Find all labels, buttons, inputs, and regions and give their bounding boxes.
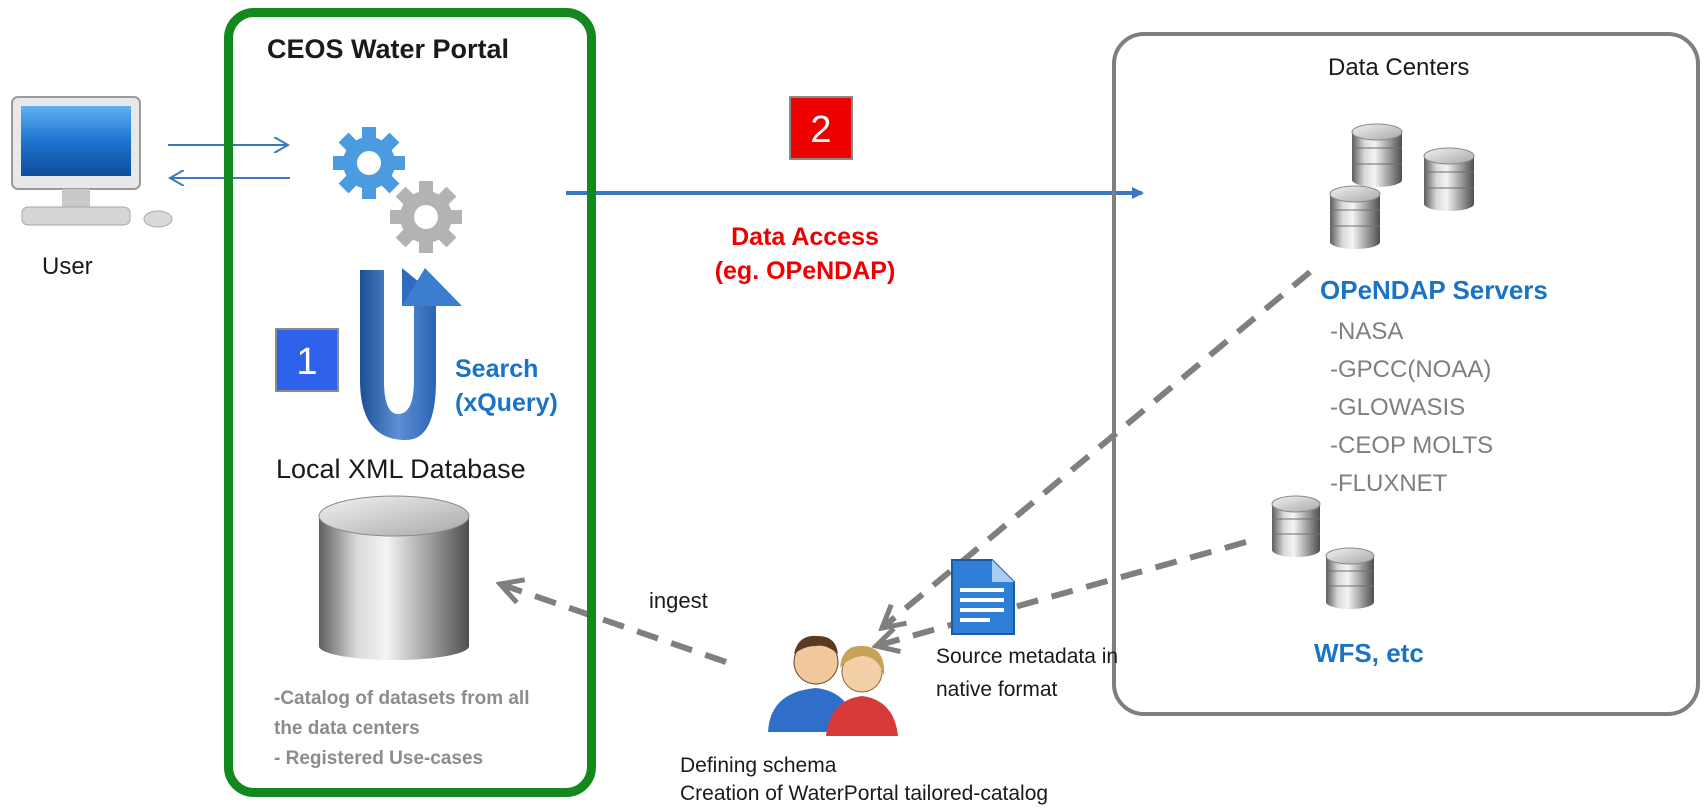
local-database-icon (318, 495, 470, 660)
ingest-label: ingest (649, 588, 708, 613)
data-access-line2: (eg. OPeNDAP) (714, 257, 896, 285)
search-label-line2: (xQuery) (455, 389, 558, 417)
server-item-glowasis: -GLOWASIS (1330, 394, 1466, 421)
water-portal-box (224, 8, 596, 797)
server-item-ceop-molts: -CEOP MOLTS (1330, 432, 1494, 459)
opendap-servers-list: -NASA -GPCC(NOAA) -GLOWASIS -CEOP MOLTS … (1330, 313, 1493, 503)
local-db-label: Local XML Database (276, 454, 526, 484)
schema-line2: Creation of WaterPortal tailored-catalog (680, 782, 1049, 805)
people-icon (768, 635, 898, 736)
search-label: Search (xQuery) (455, 352, 558, 420)
server-item-gpcc: -GPCC(NOAA) (1330, 356, 1492, 383)
catalog-line1: -Catalog of datasets from all (274, 688, 530, 709)
data-centers-box (1112, 32, 1700, 716)
source-metadata-label: Source metadata in native format (936, 640, 1118, 706)
schema-line1: Defining schema (680, 754, 837, 777)
computer-icon (11, 96, 173, 228)
wfs-label: WFS, etc (1314, 638, 1424, 668)
server-item-fluxnet: -FLUXNET (1330, 470, 1448, 497)
server-item-nasa: -NASA (1330, 318, 1404, 345)
wfs-metadata-dashed-arrow (876, 539, 1247, 646)
server-icon (1351, 123, 1403, 187)
catalog-description: -Catalog of datasets from all the data c… (274, 684, 530, 774)
catalog-line3: - Registered Use-cases (274, 748, 484, 769)
opendap-servers-label: OPeNDAP Servers (1320, 275, 1548, 305)
data-centers-title: Data Centers (1328, 54, 1470, 81)
server-icon (1271, 495, 1321, 557)
document-icon (951, 559, 1015, 635)
data-access-line1: Data Access (731, 223, 879, 251)
search-cycle-arrow-icon (360, 268, 462, 440)
gray-gear-icon (390, 181, 462, 253)
server-icon (1423, 147, 1475, 211)
portal-title: CEOS Water Portal (267, 34, 510, 64)
user-label: User (42, 253, 93, 280)
catalog-line2: the data centers (274, 718, 420, 739)
data-access-label: Data Access (eg. OPeNDAP) (690, 220, 920, 288)
schema-label: Defining schema Creation of WaterPortal … (680, 752, 1048, 808)
server-icon (1325, 547, 1375, 609)
step-2-badge: 2 (789, 96, 853, 160)
step-1-badge: 1 (275, 328, 339, 392)
source-metadata-line2: native format (936, 678, 1058, 701)
search-label-line1: Search (455, 355, 539, 383)
server-icon (1329, 185, 1381, 249)
opendap-metadata-dashed-arrow (882, 269, 1312, 628)
ingest-dashed-arrow (500, 584, 727, 665)
source-metadata-line1: Source metadata in (936, 645, 1119, 668)
